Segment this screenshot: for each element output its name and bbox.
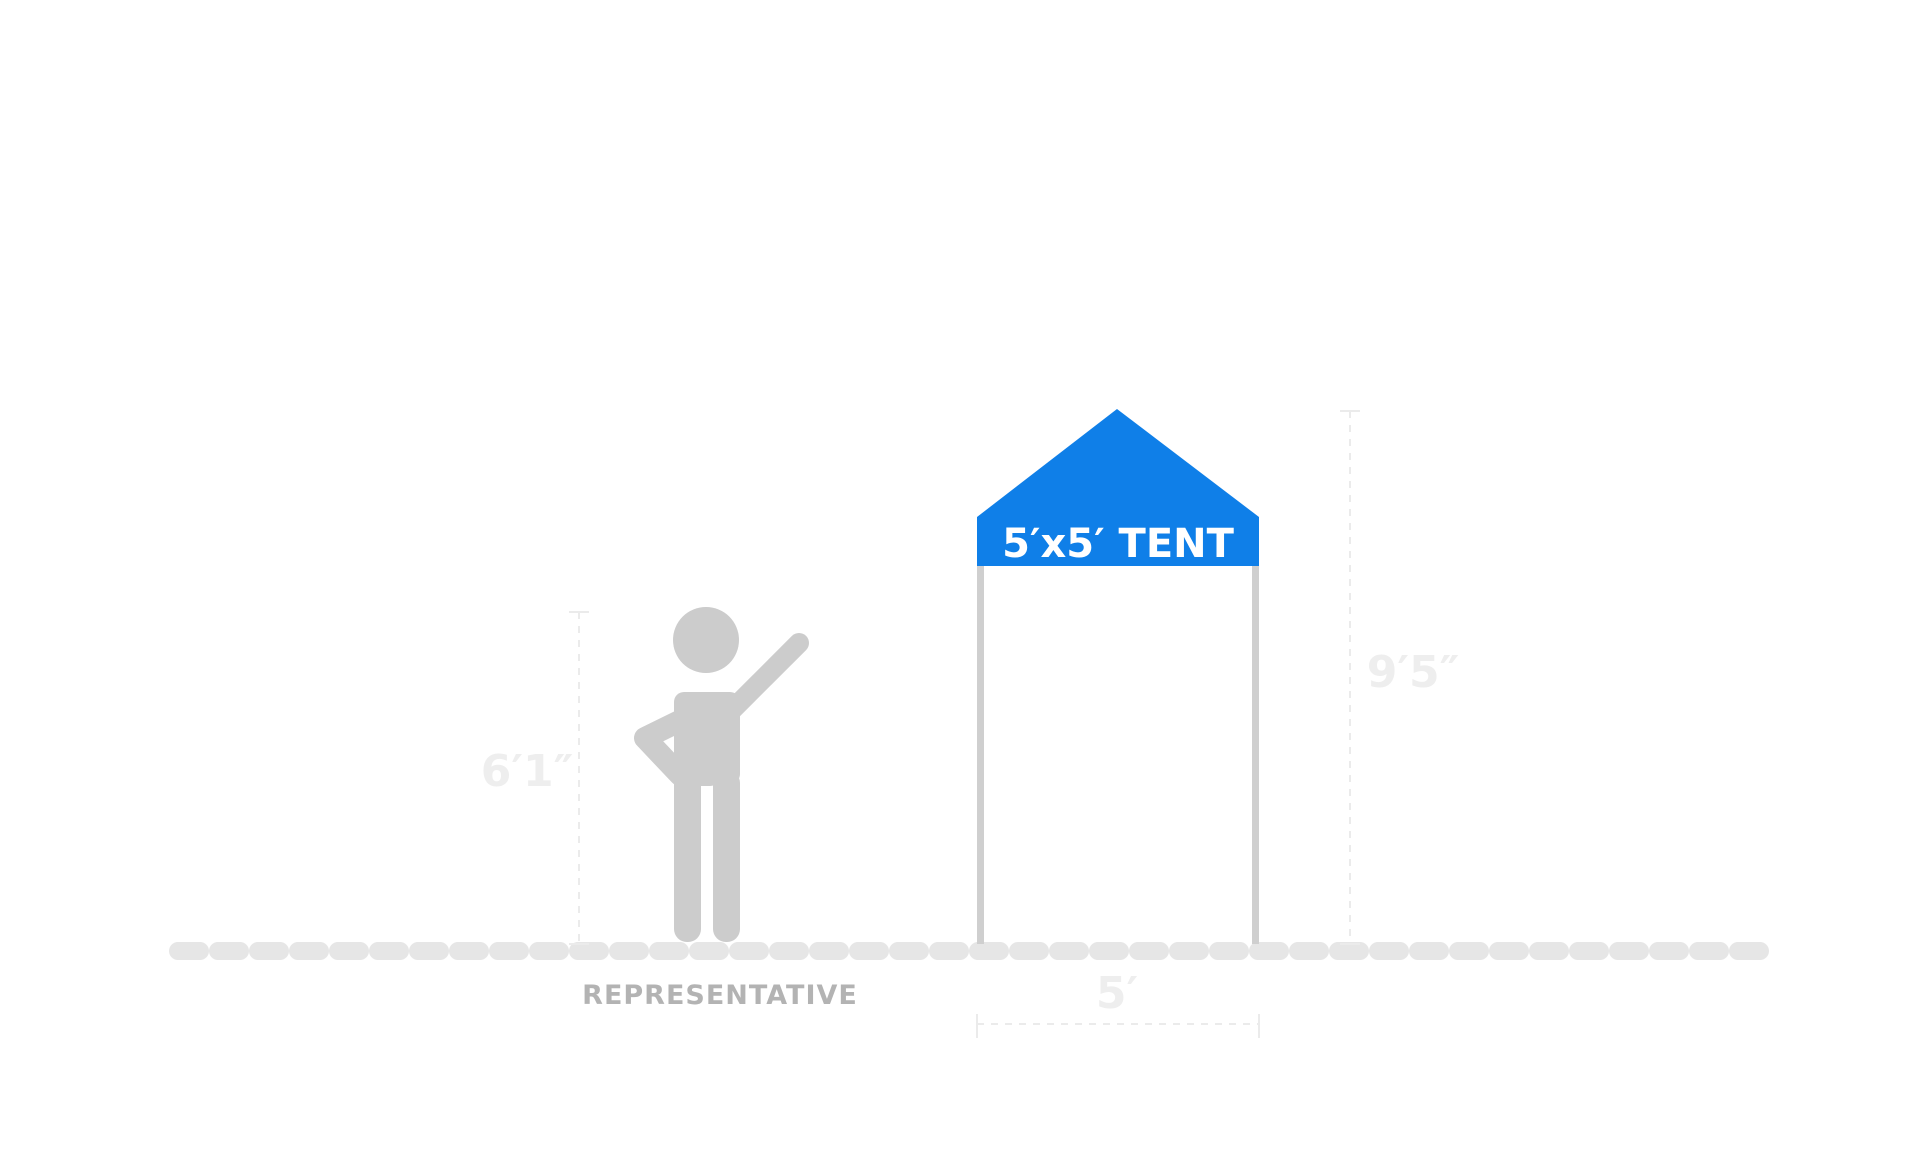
representative-person-icon xyxy=(634,607,809,942)
tent-illustration xyxy=(977,409,1259,944)
tent-canopy-roof xyxy=(977,409,1259,517)
tent-left-pole xyxy=(977,566,984,944)
tent-width-dimension xyxy=(976,1014,1260,1038)
tent-height-label: 9′5″ xyxy=(1367,647,1460,698)
person-height-dimension xyxy=(569,611,589,945)
representative-label: REPRESENTATIVE xyxy=(582,980,858,1011)
tent-label: 5′x5′ TENT xyxy=(1002,521,1235,567)
tent-width-label: 5′ xyxy=(1096,968,1138,1019)
tent-height-dimension xyxy=(1340,410,1360,945)
tent-canopy-valance xyxy=(977,517,1259,566)
tent-right-pole xyxy=(1252,566,1259,944)
person-height-label: 6′1″ xyxy=(481,746,574,797)
